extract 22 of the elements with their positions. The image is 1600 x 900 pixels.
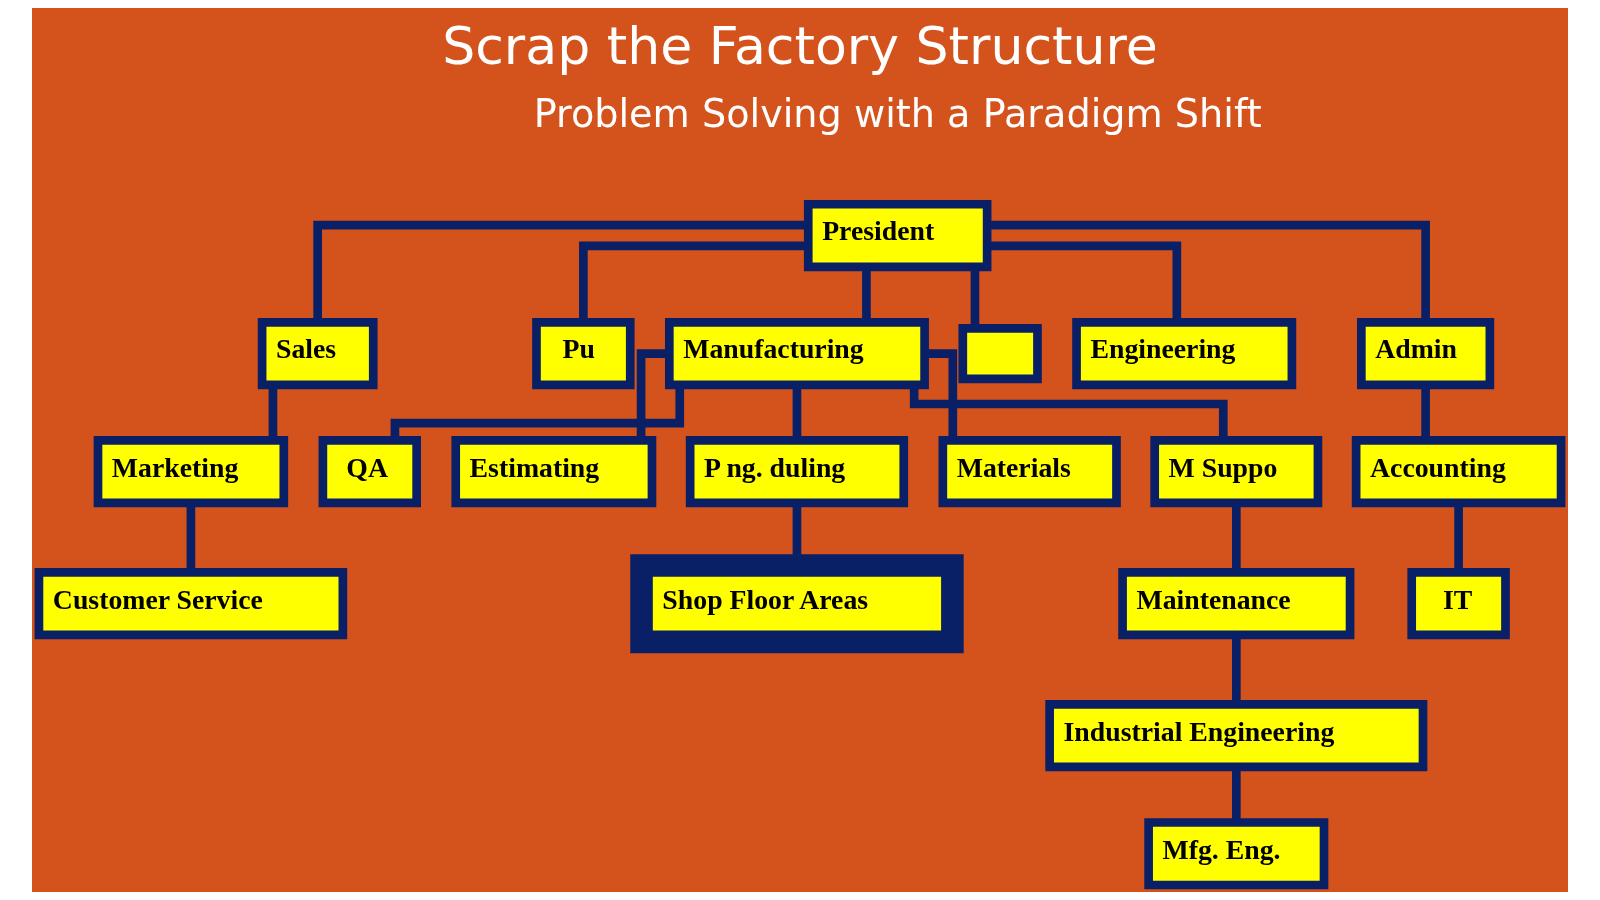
- node-box: Sales: [257, 318, 378, 390]
- node-box: [958, 324, 1042, 384]
- node-box: QA: [318, 436, 421, 508]
- node-box: Admin: [1357, 318, 1495, 390]
- node-box: Maintenance: [1118, 568, 1355, 640]
- node-box: Industrial Engineering: [1045, 700, 1428, 772]
- node-box: P ng. duling: [685, 436, 909, 508]
- node-box: Manufacturing: [665, 318, 929, 390]
- node-box: IT: [1407, 568, 1510, 640]
- node-box: Shop Floor Areas: [630, 554, 964, 654]
- node-box: M Suppo: [1150, 436, 1323, 508]
- node-box: President: [803, 199, 992, 272]
- node-box: Customer Service: [34, 568, 348, 640]
- node-box: Materials: [938, 436, 1121, 508]
- node-box: Marketing: [93, 436, 289, 508]
- node-box: Accounting: [1351, 436, 1566, 508]
- diagram-title: Scrap the Factory Structure: [442, 15, 1158, 76]
- node-box: Pu: [532, 318, 635, 390]
- node-box: Engineering: [1072, 318, 1297, 390]
- node-box: Mfg. Eng.: [1144, 818, 1329, 890]
- node-box: Estimating: [451, 436, 657, 508]
- label: Problem Solving with a Paradigm Shift: [533, 92, 1262, 137]
